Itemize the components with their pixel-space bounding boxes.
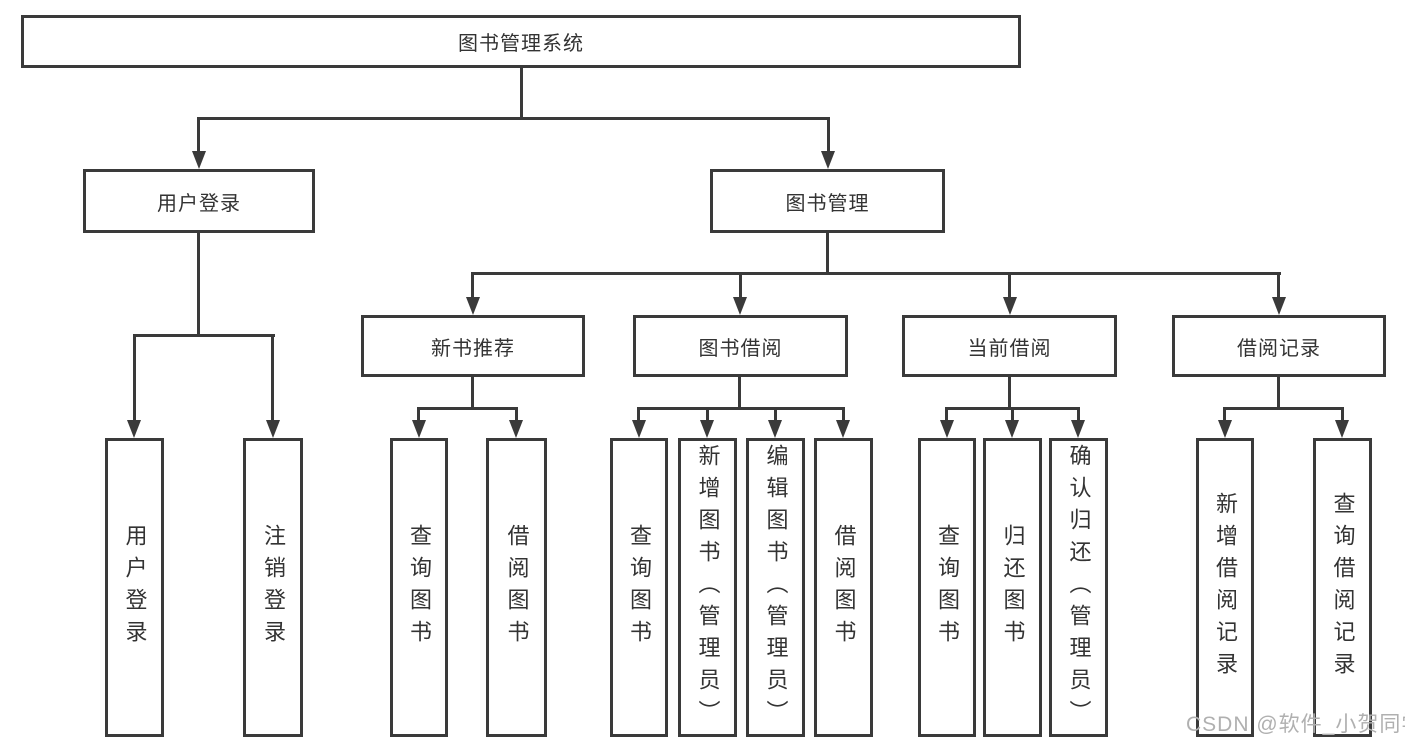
connector-drop [945, 407, 948, 420]
arrowhead-down [768, 420, 782, 438]
connector-user-login-stem [197, 233, 200, 334]
connector-drop [471, 272, 474, 297]
connector-book-mgmt-bracket [471, 272, 1281, 275]
arrowhead-down [836, 420, 850, 438]
node-borrow-records: 借阅记录 [1172, 315, 1386, 377]
leaf-edit-books-admin: 编辑图书（管理员） [746, 438, 805, 737]
connector-drop [1341, 407, 1344, 420]
connector-book-mgmt-stem [826, 233, 829, 272]
leaf-query-books-1: 查询图书 [390, 438, 448, 737]
connector-root-bracket [197, 117, 830, 120]
connector-drop [706, 407, 709, 420]
node-book-borrow-label: 图书借阅 [698, 337, 783, 360]
node-user-login-label: 用户登录 [157, 192, 241, 215]
arrowhead-down [1003, 297, 1017, 315]
connector-drop [271, 334, 274, 420]
connector-bracket [1223, 407, 1344, 410]
node-book-management-label: 图书管理 [785, 192, 870, 215]
connector-drop [637, 407, 640, 420]
connector-bracket [637, 407, 845, 410]
leaf-borrow-books-1: 借阅图书 [486, 438, 547, 737]
node-root-label: 图书管理系统 [458, 33, 584, 55]
connector-drop [842, 407, 845, 420]
arrowhead-down [632, 420, 646, 438]
node-new-book-recommend: 新书推荐 [361, 315, 585, 377]
arrowhead-down [1071, 420, 1085, 438]
arrowhead-down [1272, 297, 1286, 315]
connector-drop [1223, 407, 1226, 420]
leaf-add-borrow-record-label: 新增借阅记录 [1213, 491, 1238, 684]
node-current-borrow: 当前借阅 [902, 315, 1117, 377]
leaf-query-borrow-record: 查询借阅记录 [1313, 438, 1372, 737]
arrowhead-down [821, 151, 835, 169]
arrowhead-down [1005, 420, 1019, 438]
leaf-confirm-return-admin-label: 确认归还（管理员） [1066, 443, 1092, 732]
leaf-borrow-books-1-label: 借阅图书 [504, 523, 530, 652]
connector-stem [1008, 377, 1011, 407]
arrowhead-down [192, 151, 206, 169]
leaf-query-borrow-record-label: 查询借阅记录 [1330, 491, 1356, 684]
connector-drop [739, 272, 742, 297]
leaf-logout-label: 注销登录 [261, 523, 286, 652]
connector-drop [515, 407, 518, 420]
leaf-query-books-3: 查询图书 [918, 438, 976, 737]
node-book-borrow: 图书借阅 [633, 315, 848, 377]
connector-drop [197, 117, 200, 151]
arrowhead-down [412, 420, 426, 438]
leaf-add-books-admin: 新增图书（管理员） [678, 438, 737, 737]
node-current-borrow-label: 当前借阅 [967, 337, 1052, 360]
leaf-query-books-2-label: 查询图书 [627, 523, 652, 652]
connector-user-login-bracket [133, 334, 275, 337]
arrowhead-down [940, 420, 954, 438]
connector-drop [133, 334, 136, 420]
connector-stem [738, 377, 741, 407]
arrowhead-down [127, 420, 141, 438]
leaf-user-login: 用户登录 [105, 438, 164, 737]
leaf-return-books: 归还图书 [983, 438, 1042, 737]
leaf-borrow-books-2: 借阅图书 [814, 438, 873, 737]
connector-drop [1277, 272, 1280, 297]
node-root: 图书管理系统 [21, 15, 1021, 68]
watermark: CSDN @软件_小贺同学 [1186, 713, 1405, 736]
node-borrow-records-label: 借阅记录 [1237, 337, 1321, 360]
leaf-query-books-3-label: 查询图书 [935, 523, 960, 652]
connector-stem [1277, 377, 1280, 407]
connector-drop [1077, 407, 1080, 420]
node-new-book-recommend-label: 新书推荐 [431, 337, 515, 360]
connector-bracket [417, 407, 518, 410]
arrowhead-down [1218, 420, 1232, 438]
leaf-add-books-admin-label: 新增图书（管理员） [695, 443, 721, 732]
node-book-management: 图书管理 [710, 169, 945, 233]
connector-root-stem [520, 68, 523, 117]
arrowhead-down [700, 420, 714, 438]
node-user-login: 用户登录 [83, 169, 315, 233]
leaf-query-books-2: 查询图书 [610, 438, 668, 737]
leaf-return-books-label: 归还图书 [1000, 523, 1026, 652]
leaf-user-login-label: 用户登录 [122, 523, 148, 652]
connector-drop [774, 407, 777, 420]
leaf-edit-books-admin-label: 编辑图书（管理员） [763, 443, 789, 732]
arrowhead-down [509, 420, 523, 438]
connector-drop [417, 407, 420, 420]
connector-stem [471, 377, 474, 407]
leaf-add-borrow-record: 新增借阅记录 [1196, 438, 1254, 737]
leaf-query-books-1-label: 查询图书 [407, 523, 432, 652]
connector-drop [1011, 407, 1014, 420]
arrowhead-down [466, 297, 480, 315]
leaf-logout: 注销登录 [243, 438, 303, 737]
leaf-confirm-return-admin: 确认归还（管理员） [1049, 438, 1108, 737]
arrowhead-down [733, 297, 747, 315]
leaf-borrow-books-2-label: 借阅图书 [831, 523, 857, 652]
connector-drop [1008, 272, 1011, 297]
arrowhead-down [266, 420, 280, 438]
connector-drop [827, 117, 830, 151]
arrowhead-down [1335, 420, 1349, 438]
